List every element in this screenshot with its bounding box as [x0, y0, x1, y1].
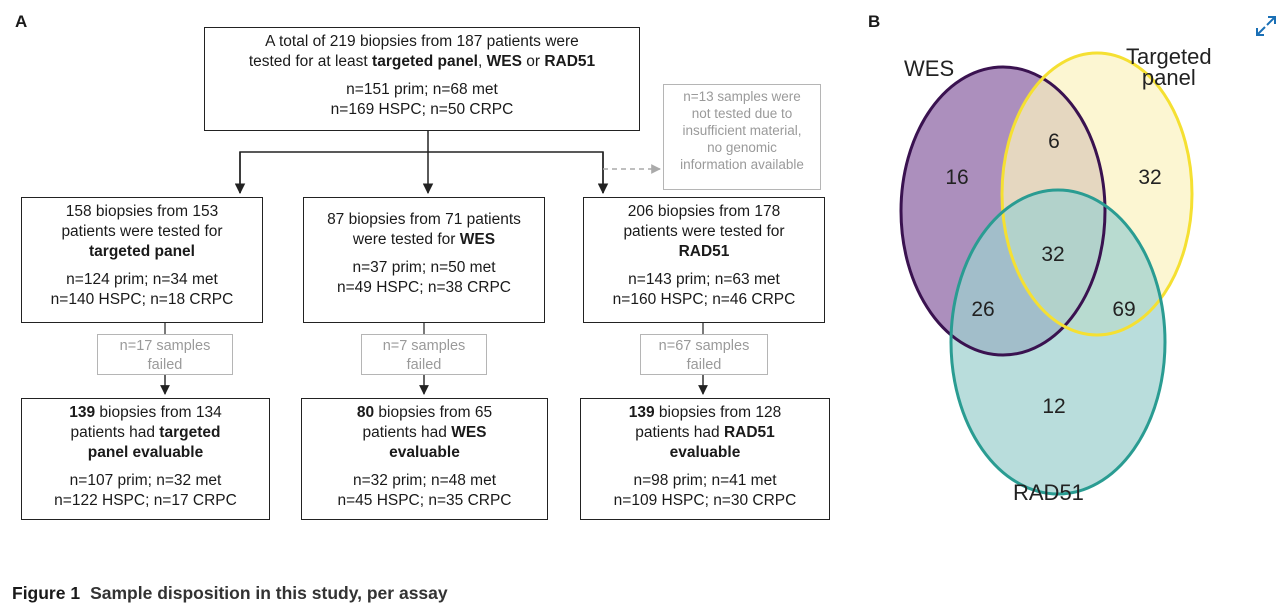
venn-targeted-rad51: 69	[1112, 298, 1136, 321]
rad51-evaluable-box: 139 biopsies from 128 patients had RAD51…	[580, 398, 830, 520]
figure-title: Sample disposition in this study, per as…	[90, 583, 448, 603]
panel-b-label: B	[868, 12, 881, 31]
venn-rad51-outline	[949, 188, 1167, 496]
venn-all-three: 32	[1041, 243, 1065, 266]
total-line-2: tested for at least targeted panel, WES …	[248, 53, 596, 70]
total-line-1: A total of 219 biopsies from 187 patient…	[265, 33, 579, 50]
targeted-failed-box: n=17 samples failed	[97, 334, 233, 375]
venn-rad51-fill	[951, 190, 1165, 494]
venn-label-rad51: RAD51	[1013, 480, 1084, 505]
venn-rad51-only: 12	[1042, 395, 1066, 418]
panel-a-label: A	[15, 12, 28, 31]
venn-targeted-only: 32	[1138, 166, 1162, 189]
not-tested-note: n=13 samples were not tested due to insu…	[663, 84, 821, 190]
total-stage-counts: n=169 HSPC; n=50 CRPC	[330, 101, 514, 118]
figure-caption: Figure 1 Sample disposition in this study…	[12, 583, 448, 604]
venn-label-wes: WES	[904, 56, 955, 81]
figure-label: Figure 1	[12, 583, 81, 603]
wes-tested-box: 87 biopsies from 71 patients were tested…	[303, 197, 545, 323]
targeted-tested-box: 158 biopsies from 153 patients were test…	[21, 197, 263, 323]
rad51-failed-box: n=67 samples failed	[640, 334, 768, 375]
venn-wes-outline	[899, 65, 1107, 357]
venn-wes-rad51: 26	[971, 298, 995, 321]
expand-icon[interactable]	[1254, 14, 1278, 38]
venn-label-targeted: Targeted panel	[1126, 44, 1212, 90]
targeted-evaluable-box: 139 biopsies from 134 patients had targe…	[21, 398, 270, 520]
total-biopsies-box: A total of 219 biopsies from 187 patient…	[204, 27, 640, 131]
venn-wes-only: 16	[945, 166, 969, 189]
rad51-tested-box: 206 biopsies from 178 patients were test…	[583, 197, 825, 323]
wes-failed-box: n=7 samples failed	[361, 334, 487, 375]
venn-targeted-outline	[1000, 51, 1194, 337]
wes-evaluable-box: 80 biopsies from 65 patients had WES eva…	[301, 398, 548, 520]
total-site-counts: n=151 prim; n=68 met	[346, 81, 498, 98]
venn-wes-targeted: 6	[1048, 130, 1060, 153]
